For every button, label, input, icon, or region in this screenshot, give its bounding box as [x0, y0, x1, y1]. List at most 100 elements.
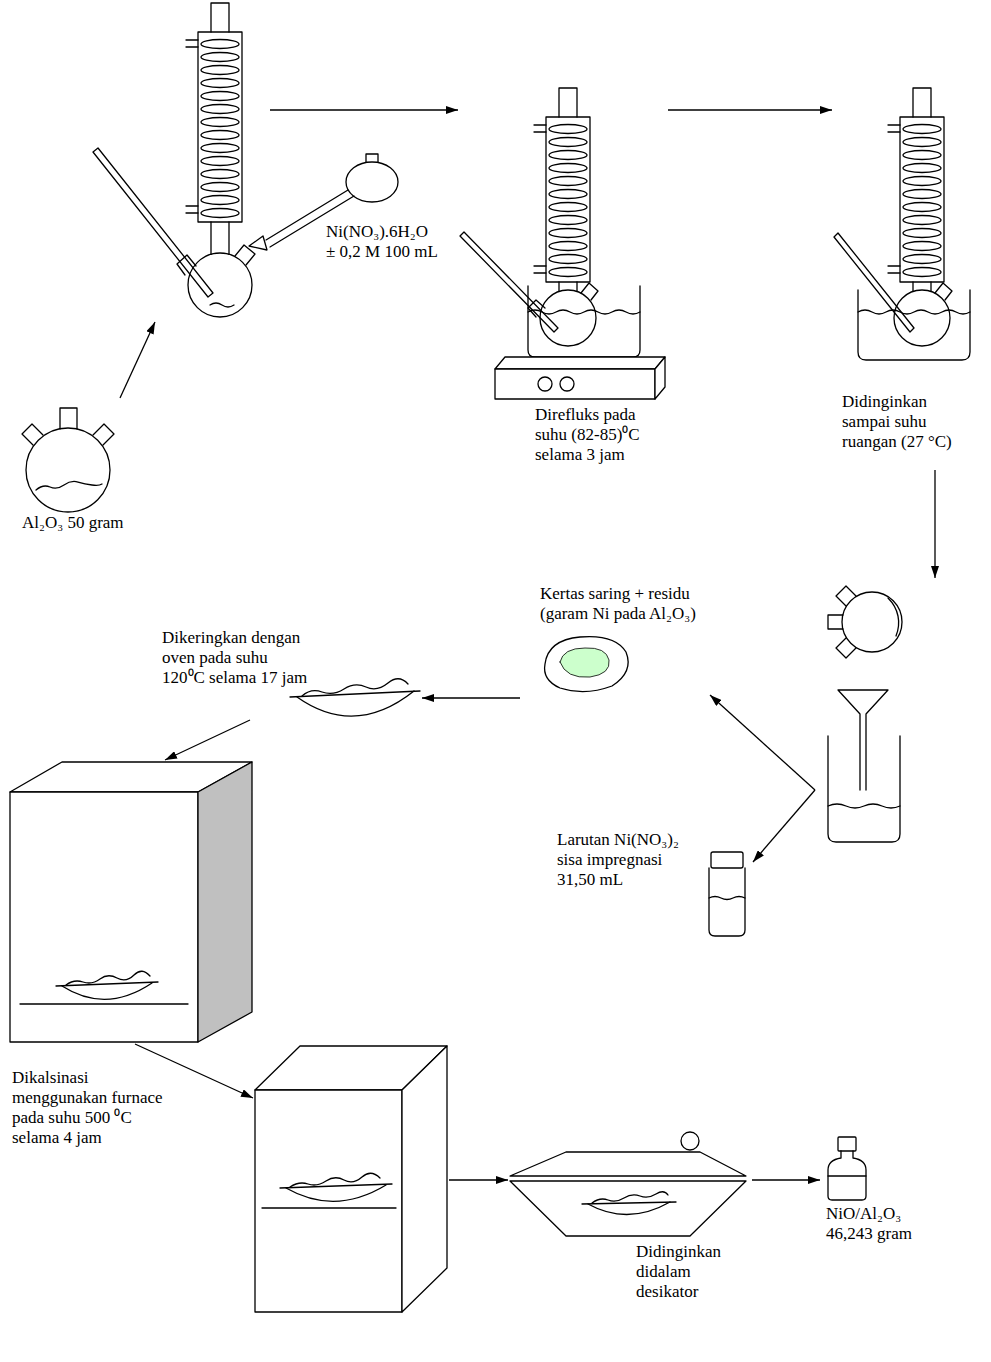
- muffle-furnace: [255, 1090, 402, 1312]
- reflux-condenser: [549, 151, 587, 160]
- hot-plate: [560, 377, 574, 391]
- muffle-furnace: [280, 1184, 392, 1188]
- filtration-setup: [815, 578, 943, 848]
- muffle-furnace: [286, 1185, 386, 1201]
- reflux-condenser: [903, 138, 941, 147]
- round-flask: [210, 303, 234, 307]
- flow-arrow: [120, 322, 155, 398]
- desiccator: [582, 1202, 676, 1204]
- reflux-condenser: [903, 151, 941, 160]
- reflux-condenser: [201, 183, 239, 192]
- reflux-condenser: [549, 138, 587, 147]
- flow-arrow: [753, 790, 815, 862]
- drying-oven: [10, 792, 198, 1042]
- edge-label-holder: Dikalsinasi menggunakan furnace pada suh…: [10, 1068, 165, 1148]
- reflux-setup: [88, 0, 270, 322]
- cooling-bath: [858, 310, 970, 314]
- round-flask: [177, 245, 255, 317]
- three-neck-flask: [60, 408, 77, 429]
- three-neck-flask: [22, 424, 43, 445]
- desiccator: [510, 1181, 746, 1236]
- desiccator: [592, 1192, 668, 1203]
- flow-arrow: [270, 109, 458, 110]
- muffle-furnace: [255, 1046, 447, 1312]
- drying-oven: [198, 762, 252, 1042]
- reflux-condenser: [201, 131, 239, 140]
- flow-arrow: [934, 470, 935, 578]
- reflux-condenser: [549, 216, 587, 225]
- filter-paper: [545, 637, 629, 692]
- reflux-condenser: [534, 88, 590, 291]
- thermometer: [93, 148, 213, 297]
- reflux-condenser: [913, 88, 931, 117]
- filter-paper: [560, 648, 609, 677]
- reflux-condenser: [201, 79, 239, 88]
- caption-text: Al₂O₃ 50 gram: [22, 513, 124, 533]
- desiccator: [681, 1132, 699, 1150]
- reflux-condenser: [903, 268, 941, 277]
- drying-oven: [8, 760, 256, 1044]
- reflux-condenser: [201, 53, 239, 62]
- tipped-flask: [828, 586, 902, 658]
- sample-vial: [709, 897, 745, 900]
- thermometer: [834, 233, 914, 332]
- reflux-condenser: [559, 88, 577, 117]
- reflux-condenser: [201, 118, 239, 127]
- reflux-condenser: [201, 105, 239, 114]
- evaporating-dish: [290, 679, 420, 716]
- evaporating-dish: [297, 691, 414, 716]
- round-flask: [894, 290, 950, 346]
- desiccator: [588, 1202, 670, 1215]
- tipped-flask: [836, 586, 856, 606]
- reflux-condenser: [549, 190, 587, 199]
- reflux-condenser: [198, 32, 242, 222]
- reflux-condenser: [211, 222, 229, 254]
- reflux-condenser: [903, 203, 941, 212]
- reflux-condenser: [903, 125, 941, 134]
- flow-arrow: [752, 1179, 820, 1180]
- round-flask: [177, 255, 196, 275]
- reflux-condenser: [201, 196, 239, 205]
- drying-oven: [66, 971, 150, 985]
- reflux-condenser: [903, 164, 941, 173]
- round-flask: [528, 283, 598, 346]
- reflux-condenser: [186, 40, 198, 213]
- reflux-condenser: [549, 255, 587, 264]
- reflux-condenser: [201, 66, 239, 75]
- muffle-furnace: [262, 1207, 396, 1208]
- reflux-condenser: [903, 229, 941, 238]
- reflux-condenser: [186, 3, 242, 254]
- hot-plate: [538, 377, 552, 391]
- filter-paper-residue: Kertas saring + residu (garam Ni pada Al…: [520, 578, 710, 705]
- dropping-funnel: Ni(NO₃).6H₂O ± 0,2 M 100 mL: [270, 150, 454, 268]
- beaker: [828, 804, 900, 808]
- heated-reflux: Direfluks pada suhu (82-85)⁰C selama 3 j…: [458, 85, 668, 470]
- desiccator: Didinginkan didalam desikator: [508, 1126, 752, 1306]
- filter-funnel: [838, 690, 888, 790]
- connector-group: [120, 110, 935, 1180]
- hot-plate: [495, 357, 665, 369]
- round-flask: [235, 245, 255, 265]
- round-flask: [581, 283, 598, 300]
- muffle-furnace: [402, 1046, 447, 1312]
- cooling-bath: [858, 290, 970, 360]
- product-bottle: [828, 1151, 866, 1200]
- hot-plate: [495, 369, 655, 399]
- reflux-condenser: [549, 203, 587, 212]
- caption-text: NiO/Al₂O₃ 46,243 gram: [826, 1204, 912, 1244]
- product-bottle: [828, 1175, 866, 1176]
- reflux-condenser: [546, 117, 590, 282]
- flow-arrow: [165, 720, 250, 760]
- thermometer: [834, 233, 914, 332]
- round-flask: [188, 253, 252, 317]
- product-bottle: [838, 1137, 856, 1151]
- reflux-condenser: [201, 209, 239, 218]
- filtrate-vial: Larutan Ni(NO₃)₂ sisa impregnasi 31,50 m…: [553, 826, 753, 940]
- three-neck-flask: [22, 408, 114, 512]
- hot-plate: [655, 357, 665, 399]
- reflux-condenser: [201, 157, 239, 166]
- beaker: [828, 736, 900, 842]
- muffle-furnace: [290, 1173, 380, 1187]
- reflux-condenser: [888, 88, 944, 291]
